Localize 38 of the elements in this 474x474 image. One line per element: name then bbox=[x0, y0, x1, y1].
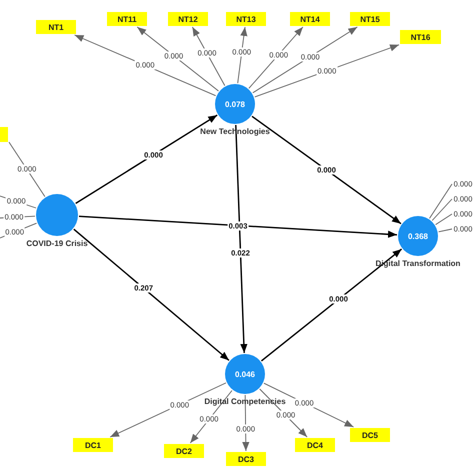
indicator-box: NT14 bbox=[290, 12, 330, 26]
indicator-box: NT15 bbox=[350, 12, 390, 26]
indicator-box: DC4 bbox=[295, 438, 335, 452]
arrow bbox=[192, 26, 226, 86]
construct-circle: 0.078 bbox=[215, 84, 255, 124]
indicator-box: NT1 bbox=[36, 20, 76, 34]
indicator-box: NT16 bbox=[400, 30, 441, 44]
arrow bbox=[75, 114, 218, 204]
arrow bbox=[74, 34, 216, 96]
arrow bbox=[254, 44, 400, 98]
arrow bbox=[252, 116, 402, 224]
arrow bbox=[252, 26, 358, 94]
connector-line bbox=[435, 214, 452, 226]
indicator-box: DC2 bbox=[164, 444, 204, 458]
indicator-box: NT11 bbox=[107, 12, 147, 26]
arrow bbox=[248, 26, 304, 89]
connector-line bbox=[429, 184, 452, 219]
arrow bbox=[235, 124, 248, 354]
indicator-box: NT13 bbox=[226, 12, 266, 26]
indicator-box bbox=[0, 127, 8, 142]
indicator-box: DC3 bbox=[226, 452, 266, 466]
arrow bbox=[237, 26, 248, 84]
arrow bbox=[73, 228, 230, 361]
indicator-box: DC1 bbox=[73, 438, 113, 452]
construct-name: COVID-19 Crisis bbox=[26, 239, 88, 248]
arrow bbox=[110, 382, 226, 438]
construct-circle: 0.046 bbox=[225, 354, 265, 394]
indicator-box: DC5 bbox=[350, 428, 390, 442]
connector-line bbox=[438, 228, 452, 232]
construct-circle: 0.368 bbox=[398, 216, 438, 256]
arrow bbox=[78, 216, 398, 238]
arrow bbox=[260, 248, 402, 362]
connector-line bbox=[432, 198, 452, 221]
arrow bbox=[136, 26, 219, 92]
indicator-box: NT12 bbox=[168, 12, 208, 26]
connector-line bbox=[8, 142, 46, 198]
arrow bbox=[259, 388, 308, 438]
arrow bbox=[263, 382, 354, 428]
